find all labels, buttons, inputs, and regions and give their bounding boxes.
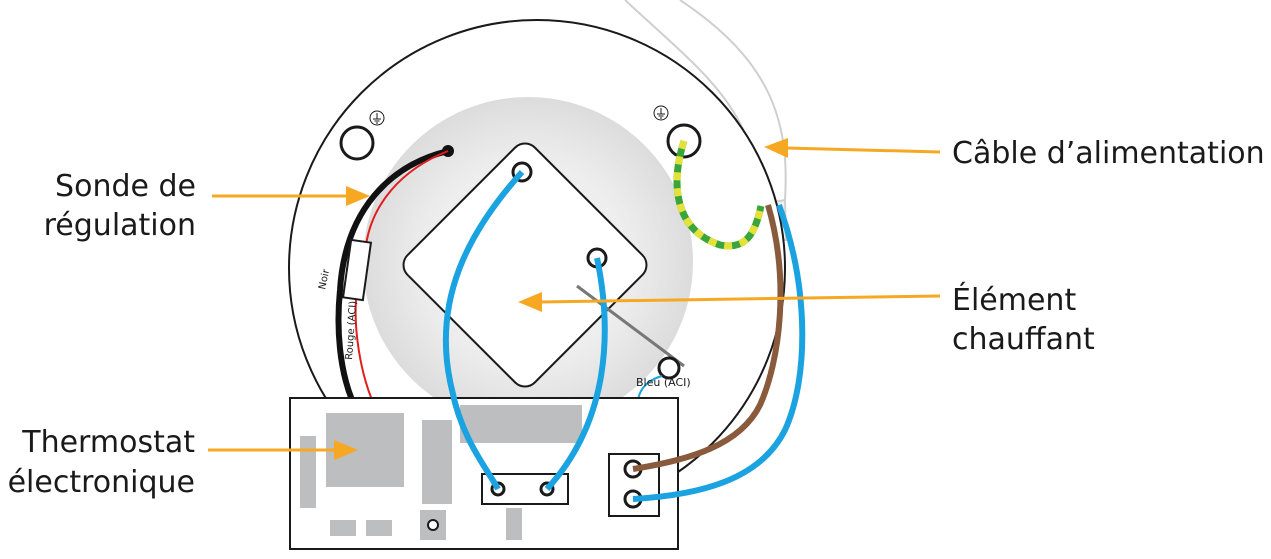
supply-wire-brown bbox=[632, 204, 784, 472]
terminal-plate bbox=[402, 142, 648, 388]
ground-symbol-icon bbox=[653, 105, 669, 121]
wire-label-blue: Bleu (ACI) bbox=[636, 376, 691, 389]
label-sensor-line1: Sonde de bbox=[55, 169, 196, 204]
arrow-sensor bbox=[212, 186, 370, 206]
ground-symbol-icon bbox=[369, 110, 385, 126]
board-component bbox=[422, 420, 452, 504]
sensor-resistor bbox=[341, 238, 373, 302]
wire-label-black: Noir bbox=[317, 267, 332, 290]
label-thermostat-line1: Thermostat bbox=[21, 425, 195, 460]
label-heating-element-line2: chauffant bbox=[952, 322, 1095, 357]
sensor-wire-black bbox=[335, 148, 449, 402]
arrow-power-cable bbox=[764, 138, 941, 158]
aci-terminal bbox=[657, 356, 681, 380]
label-sensor-line2: régulation bbox=[44, 208, 196, 243]
element-wire-blue-left bbox=[442, 169, 525, 491]
ground-wire-stripe bbox=[673, 139, 765, 250]
board-component bbox=[366, 520, 392, 536]
label-thermostat-line2: électronique bbox=[8, 465, 195, 500]
mounting-hole-left bbox=[339, 125, 375, 161]
element-wire-blue-right bbox=[544, 257, 608, 492]
label-heating-element-line1: Élément bbox=[952, 282, 1076, 318]
arrow-heating-element bbox=[518, 292, 941, 312]
arrow-thermostat bbox=[208, 440, 358, 460]
board-component bbox=[330, 520, 356, 536]
wire-label-red: Rouge (ACI) bbox=[344, 300, 359, 360]
supply-wire-blue bbox=[632, 203, 806, 502]
label-power-cable: Câble d’alimentation bbox=[952, 136, 1265, 171]
sensor-wire-red bbox=[354, 150, 449, 401]
board-component bbox=[300, 436, 316, 508]
board-component bbox=[506, 508, 522, 540]
board-component bbox=[427, 519, 439, 531]
heating-rod bbox=[576, 284, 685, 368]
board-component bbox=[460, 405, 582, 443]
